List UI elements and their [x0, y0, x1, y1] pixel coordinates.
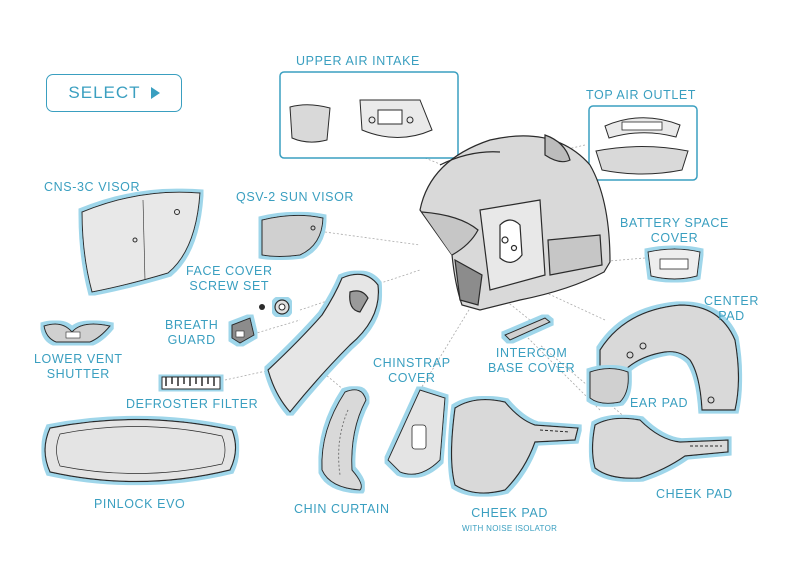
- cheek-pad-label[interactable]: CHEEK PAD: [656, 487, 733, 501]
- face-cover-screw-set-label[interactable]: FACE COVER SCREW SET: [186, 264, 273, 293]
- cheek-pad-noise-isolator-part[interactable]: [450, 398, 579, 494]
- chin-curtain-part[interactable]: [321, 389, 367, 491]
- face-cover-part: [267, 273, 380, 413]
- select-button[interactable]: SELECT: [46, 74, 182, 112]
- chinstrap-cover-label[interactable]: CHINSTRAP COVER: [373, 356, 451, 385]
- battery-space-cover-part[interactable]: [647, 248, 701, 280]
- qsv-2-sun-visor-part[interactable]: [261, 214, 324, 257]
- top-air-outlet-part[interactable]: [588, 105, 698, 181]
- helmet-shell: [419, 134, 611, 311]
- center-pad-part[interactable]: [599, 304, 740, 411]
- cns-3c-visor-part[interactable]: [81, 191, 201, 293]
- breath-guard-label[interactable]: BREATH GUARD: [165, 318, 219, 347]
- lower-vent-shutter-label[interactable]: LOWER VENT SHUTTER: [34, 352, 123, 381]
- cns-3c-visor-label[interactable]: CNS-3C VISOR: [44, 180, 141, 194]
- intercom-base-cover-part[interactable]: [504, 317, 551, 341]
- ear-pad-part[interactable]: [589, 368, 629, 404]
- face-cover-screw-set-part[interactable]: [259, 299, 290, 315]
- cheek-pad-part[interactable]: [591, 417, 729, 479]
- lower-vent-shutter-part[interactable]: [43, 323, 111, 343]
- top-air-outlet-label[interactable]: TOP AIR OUTLET: [586, 88, 697, 102]
- battery-space-cover-label[interactable]: BATTERY SPACE COVER: [620, 216, 729, 245]
- defroster-filter-part[interactable]: [161, 376, 221, 390]
- breath-guard-part[interactable]: [231, 317, 255, 344]
- center-pad-label[interactable]: CENTER PAD: [704, 294, 759, 323]
- qsv-2-sun-visor-label[interactable]: QSV-2 SUN VISOR: [236, 190, 355, 204]
- ear-pad-label[interactable]: EAR PAD: [630, 396, 689, 410]
- chinstrap-cover-part[interactable]: [387, 389, 446, 475]
- select-button-label: SELECT: [68, 83, 141, 102]
- upper-air-intake-label[interactable]: UPPER AIR INTAKE: [296, 54, 420, 68]
- defroster-filter-label[interactable]: DEFROSTER FILTER: [126, 397, 259, 411]
- pinlock-evo-label[interactable]: PINLOCK EVO: [94, 497, 186, 511]
- pinlock-evo-part[interactable]: [44, 418, 237, 483]
- cheek-pad-noise-isolator-label[interactable]: CHEEK PAD WITH NOISE ISOLATOR: [462, 506, 558, 533]
- chin-curtain-label[interactable]: CHIN CURTAIN: [294, 502, 390, 516]
- intercom-base-cover-label[interactable]: INTERCOM BASE COVER: [488, 346, 576, 375]
- play-arrow-icon: [150, 87, 160, 99]
- upper-air-intake-part[interactable]: [279, 71, 459, 159]
